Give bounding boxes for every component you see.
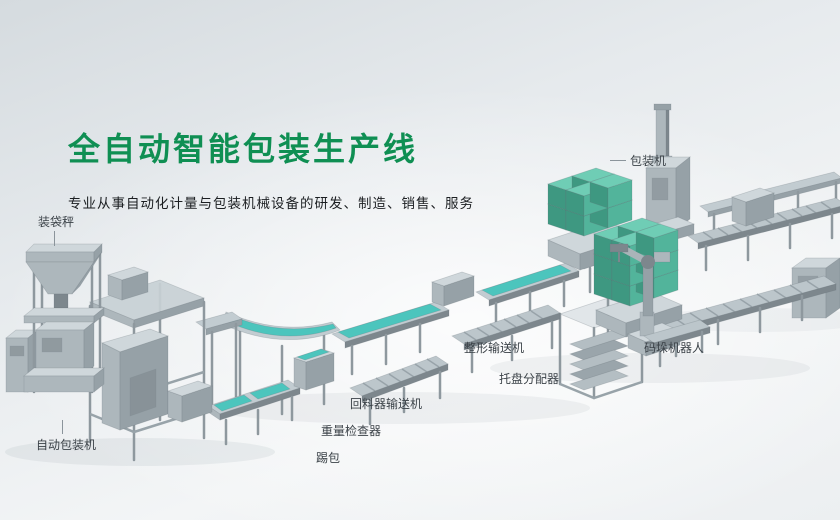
leader-line-bagging-scale bbox=[54, 231, 55, 246]
machine-label-packing-machine: 包装机 bbox=[630, 154, 667, 168]
leader-line-auto-packing bbox=[62, 420, 63, 434]
leader-line-packing-machine bbox=[610, 160, 626, 161]
kick-bag-conveyor bbox=[166, 379, 301, 446]
shaping-conveyor-machine bbox=[451, 304, 561, 374]
return-conveyor-machine bbox=[349, 355, 449, 426]
machine-label-kick-bag: 踢包 bbox=[316, 451, 341, 465]
bagging-scale-machine bbox=[23, 243, 105, 394]
machine-label-weight-checker: 重量检查器 bbox=[321, 424, 382, 438]
machine-label-palletizing-robot: 码垛机器人 bbox=[644, 341, 705, 355]
right-lower-conveyor bbox=[655, 275, 837, 358]
auto-packing-machine-structure bbox=[88, 266, 206, 462]
weight-checker-machine bbox=[292, 348, 336, 391]
machine-label-bagging-scale: 装袋秤 bbox=[38, 215, 75, 229]
machine-label-auto-packing: 自动包装机 bbox=[36, 438, 97, 452]
machine-label-pallet-dispenser: 托盘分配器 bbox=[499, 372, 560, 386]
hero-block: 全自动智能包装生产线 专业从事自动化计量与包装机械设备的研发、制造、销售、服务 bbox=[68, 124, 474, 212]
page-title: 全自动智能包装生产线 bbox=[68, 130, 419, 168]
right-upper-conveyor bbox=[687, 187, 840, 272]
box-stack-b bbox=[593, 217, 683, 338]
machine-label-return-conveyor: 回料器输送机 bbox=[350, 397, 423, 411]
dispenser-outfeed-conveyor bbox=[643, 319, 711, 368]
curve-conveyor bbox=[221, 311, 341, 416]
page-subtitle: 专业从事自动化计量与包装机械设备的研发、制造、销售、服务 bbox=[68, 196, 474, 212]
machine-label-shaping-conveyor: 整形输送机 bbox=[464, 341, 525, 355]
